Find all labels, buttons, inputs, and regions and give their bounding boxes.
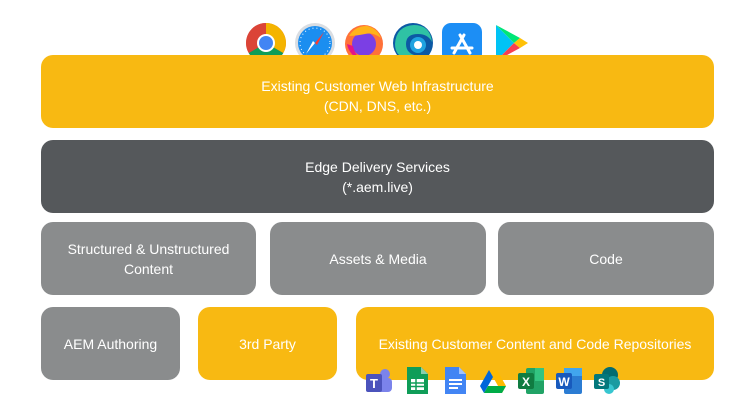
- aem-authoring-box: AEM Authoring: [41, 307, 180, 380]
- google-drive-icon: [480, 366, 506, 396]
- third-party-label: 3rd Party: [239, 335, 296, 352]
- customer-web-infrastructure-layer: Existing Customer Web Infrastructure (CD…: [41, 55, 714, 128]
- safari-icon: [294, 22, 336, 64]
- sharepoint-letter: S: [598, 377, 605, 389]
- third-party-box: 3rd Party: [198, 307, 337, 380]
- app-store-icon: [441, 22, 483, 64]
- repository-app-icons: T X: [366, 366, 620, 396]
- google-sheets-icon: [404, 366, 430, 396]
- code-box: Code: [498, 222, 714, 295]
- word-letter: W: [558, 375, 570, 389]
- aem-authoring-label: AEM Authoring: [63, 335, 158, 352]
- edge-delivery-services-layer: Edge Delivery Services (*.aem.live): [41, 140, 714, 213]
- sharepoint-icon: S: [594, 366, 620, 396]
- assets-media-box: Assets & Media: [270, 222, 486, 295]
- customer-repositories-box: Existing Customer Content and Code Repos…: [356, 307, 714, 380]
- infrastructure-title: Existing Customer Web Infrastructure: [261, 77, 494, 94]
- edge-delivery-domain: (*.aem.live): [342, 178, 413, 195]
- structured-content-line1: Structured & Unstructured: [67, 240, 230, 257]
- structured-content-box: Structured & Unstructured Content: [41, 222, 256, 295]
- google-play-icon: [490, 22, 532, 64]
- structured-content-line2: Content: [123, 260, 174, 277]
- assets-media-label: Assets & Media: [329, 250, 427, 267]
- customer-repositories-label: Existing Customer Content and Code Repos…: [378, 335, 692, 352]
- excel-icon: X: [518, 366, 544, 396]
- excel-letter: X: [522, 375, 530, 389]
- code-label: Code: [589, 250, 623, 267]
- infrastructure-subtitle: (CDN, DNS, etc.): [323, 97, 432, 114]
- teams-letter: T: [370, 376, 378, 391]
- firefox-icon: [343, 22, 385, 64]
- teams-icon: T: [366, 366, 392, 396]
- word-icon: W: [556, 366, 582, 396]
- browser-icons: [245, 22, 532, 64]
- edge-delivery-title: Edge Delivery Services: [305, 158, 450, 175]
- edge-icon: [392, 22, 434, 64]
- google-docs-icon: [442, 366, 468, 396]
